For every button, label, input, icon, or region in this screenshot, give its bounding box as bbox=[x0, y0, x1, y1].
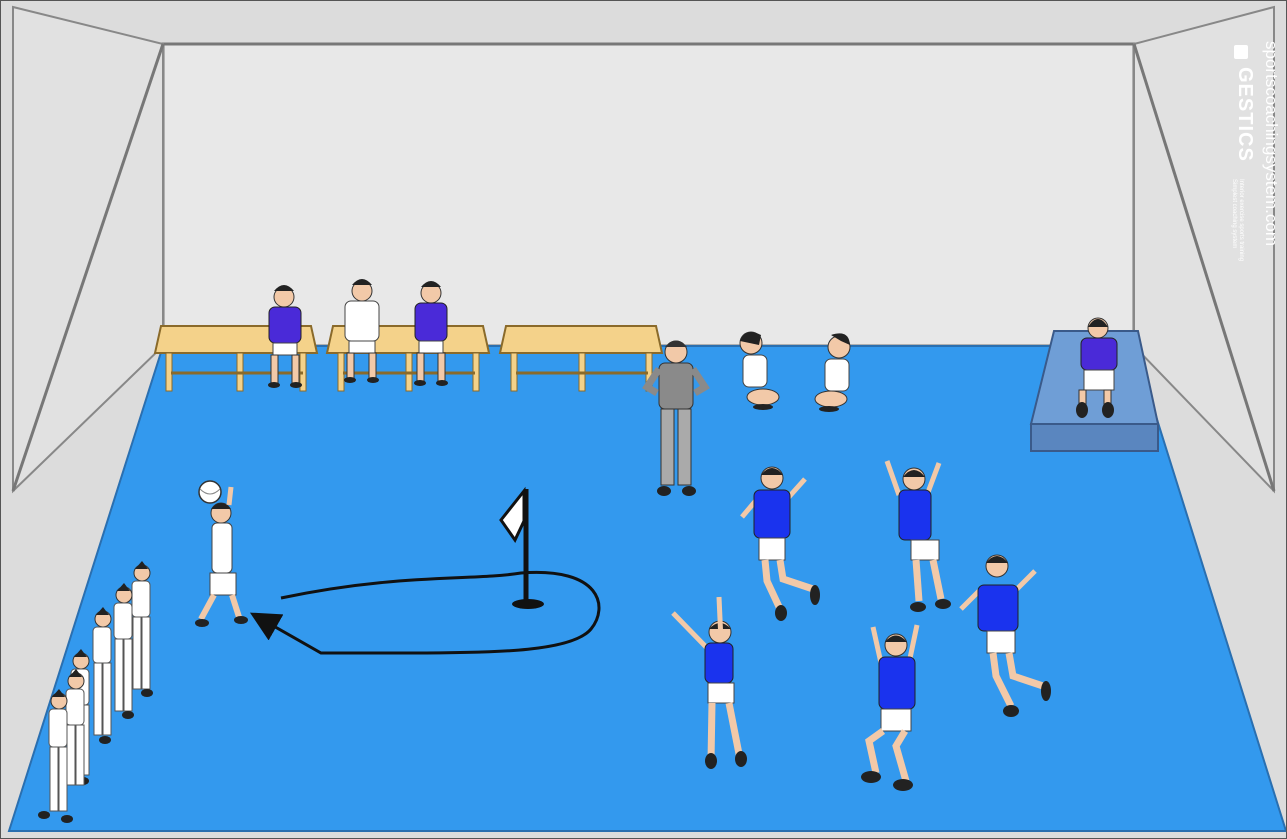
queue-player bbox=[93, 607, 111, 744]
watermark-tagline: Simplest coaching system bbox=[1231, 179, 1237, 248]
watermark-tagline: Interior exercise sports training bbox=[1238, 179, 1244, 261]
watermark-brand: GESTICS bbox=[1233, 67, 1256, 162]
back-wall bbox=[163, 44, 1134, 346]
watermark-site: sportscoachingsystem.com bbox=[1261, 41, 1281, 246]
ball-icon bbox=[199, 481, 221, 503]
brand-logo-icon bbox=[1234, 45, 1248, 59]
